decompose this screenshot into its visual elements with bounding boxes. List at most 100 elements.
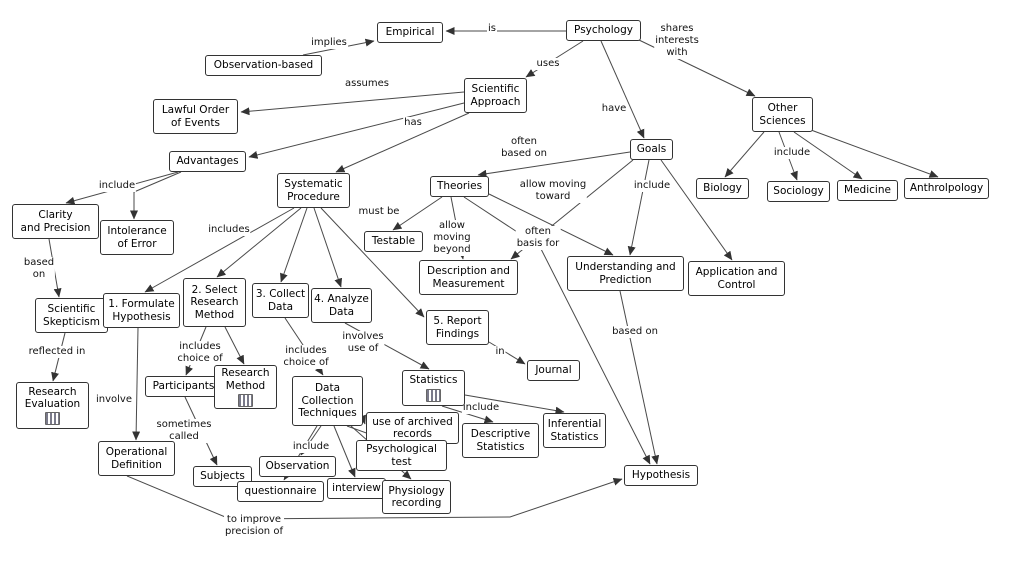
edge-label-includes[interactable]: includes — [207, 224, 251, 236]
edge-label-include-advantages[interactable]: include — [97, 180, 137, 192]
node-journal[interactable]: Journal — [527, 360, 580, 381]
edge-label-text: uses — [536, 58, 560, 69]
node-label: Empirical — [385, 26, 435, 39]
node-label: Intolerance — [107, 225, 167, 238]
node-label: recording — [391, 497, 442, 509]
node-label: Findings — [435, 327, 480, 340]
edge-label-text: is — [488, 23, 496, 34]
edge-label-reflected-in[interactable]: reflected in — [27, 346, 87, 358]
edge-label-text: includes — [285, 345, 327, 356]
edge-label-involve[interactable]: involve — [94, 394, 134, 406]
node-advantages[interactable]: Advantages — [169, 151, 246, 172]
node-observation[interactable]: Observation — [259, 456, 336, 477]
edge-label-uses[interactable]: uses — [535, 58, 561, 70]
edge-label-has[interactable]: has — [403, 117, 423, 129]
node-goals[interactable]: Goals — [630, 139, 673, 160]
node-label: Sociology — [773, 185, 824, 198]
node-label: Evaluation — [24, 398, 81, 410]
node-sociology[interactable]: Sociology — [767, 181, 830, 202]
node-theories[interactable]: Theories — [430, 176, 489, 197]
edge-label-implies[interactable]: implies — [310, 37, 348, 49]
node-psychology[interactable]: Psychology — [566, 20, 641, 41]
edge-label-assumes[interactable]: assumes — [344, 78, 390, 90]
node-medicine[interactable]: Medicine — [837, 180, 898, 201]
node-label: Observation-based — [213, 59, 314, 72]
edge-label-text: shares — [660, 23, 694, 34]
edge-label-text: includes — [179, 341, 221, 352]
node-testable[interactable]: Testable — [364, 231, 423, 252]
node-empirical[interactable]: Empirical — [377, 22, 443, 43]
node-label: Medicine — [844, 184, 891, 197]
node-hypothesis[interactable]: Hypothesis — [624, 465, 698, 486]
node-observation-based[interactable]: Observation-based — [205, 55, 322, 76]
node-label: Psychology — [574, 24, 633, 37]
edge-label-include-statistics[interactable]: include — [461, 402, 501, 414]
node-label: test — [391, 455, 412, 468]
edge-sa-assumes-lawful — [240, 91, 465, 116]
edge-sp-includes-report — [320, 207, 425, 318]
node-label: 4. Analyze — [314, 293, 369, 306]
node-label: Physiology — [388, 484, 445, 497]
edge-label-in[interactable]: in — [494, 346, 506, 358]
node-label: 1. Formulate — [108, 298, 175, 311]
node-label: Research — [221, 367, 270, 380]
edge-label-text: reflected in — [28, 346, 86, 357]
edge-label-include-other-sciences[interactable]: include — [772, 147, 812, 159]
node-interview[interactable]: interview — [327, 478, 386, 499]
node-participants[interactable]: Participants — [145, 376, 222, 397]
edge-analyze-uses-statistics — [344, 322, 430, 370]
edge-stats-include-inferential — [464, 394, 565, 415]
edge-label-include-dct[interactable]: include — [291, 441, 331, 453]
edge-label-have[interactable]: have — [600, 103, 628, 115]
edge-os-include-biology — [724, 131, 765, 178]
node-questionnaire[interactable]: questionnaire — [237, 481, 324, 502]
edge-label-include-goals[interactable]: include — [632, 180, 672, 192]
edge-label-based-on-hypothesis[interactable]: based on — [611, 326, 659, 338]
node-label: Observation — [265, 460, 330, 473]
node-statistics[interactable]: Statistics — [402, 370, 465, 406]
node-label: Other — [767, 102, 798, 115]
edge-label-is[interactable]: is — [487, 23, 497, 35]
node-anthrolpology[interactable]: Anthrolpology — [904, 178, 989, 199]
node-biology[interactable]: Biology — [696, 178, 749, 199]
node-label: Collection — [301, 394, 354, 407]
edge-label-must-be[interactable]: must be — [357, 206, 401, 218]
node-label: 3. Collect — [255, 288, 306, 301]
edge-psychology-have-goals — [600, 40, 645, 139]
